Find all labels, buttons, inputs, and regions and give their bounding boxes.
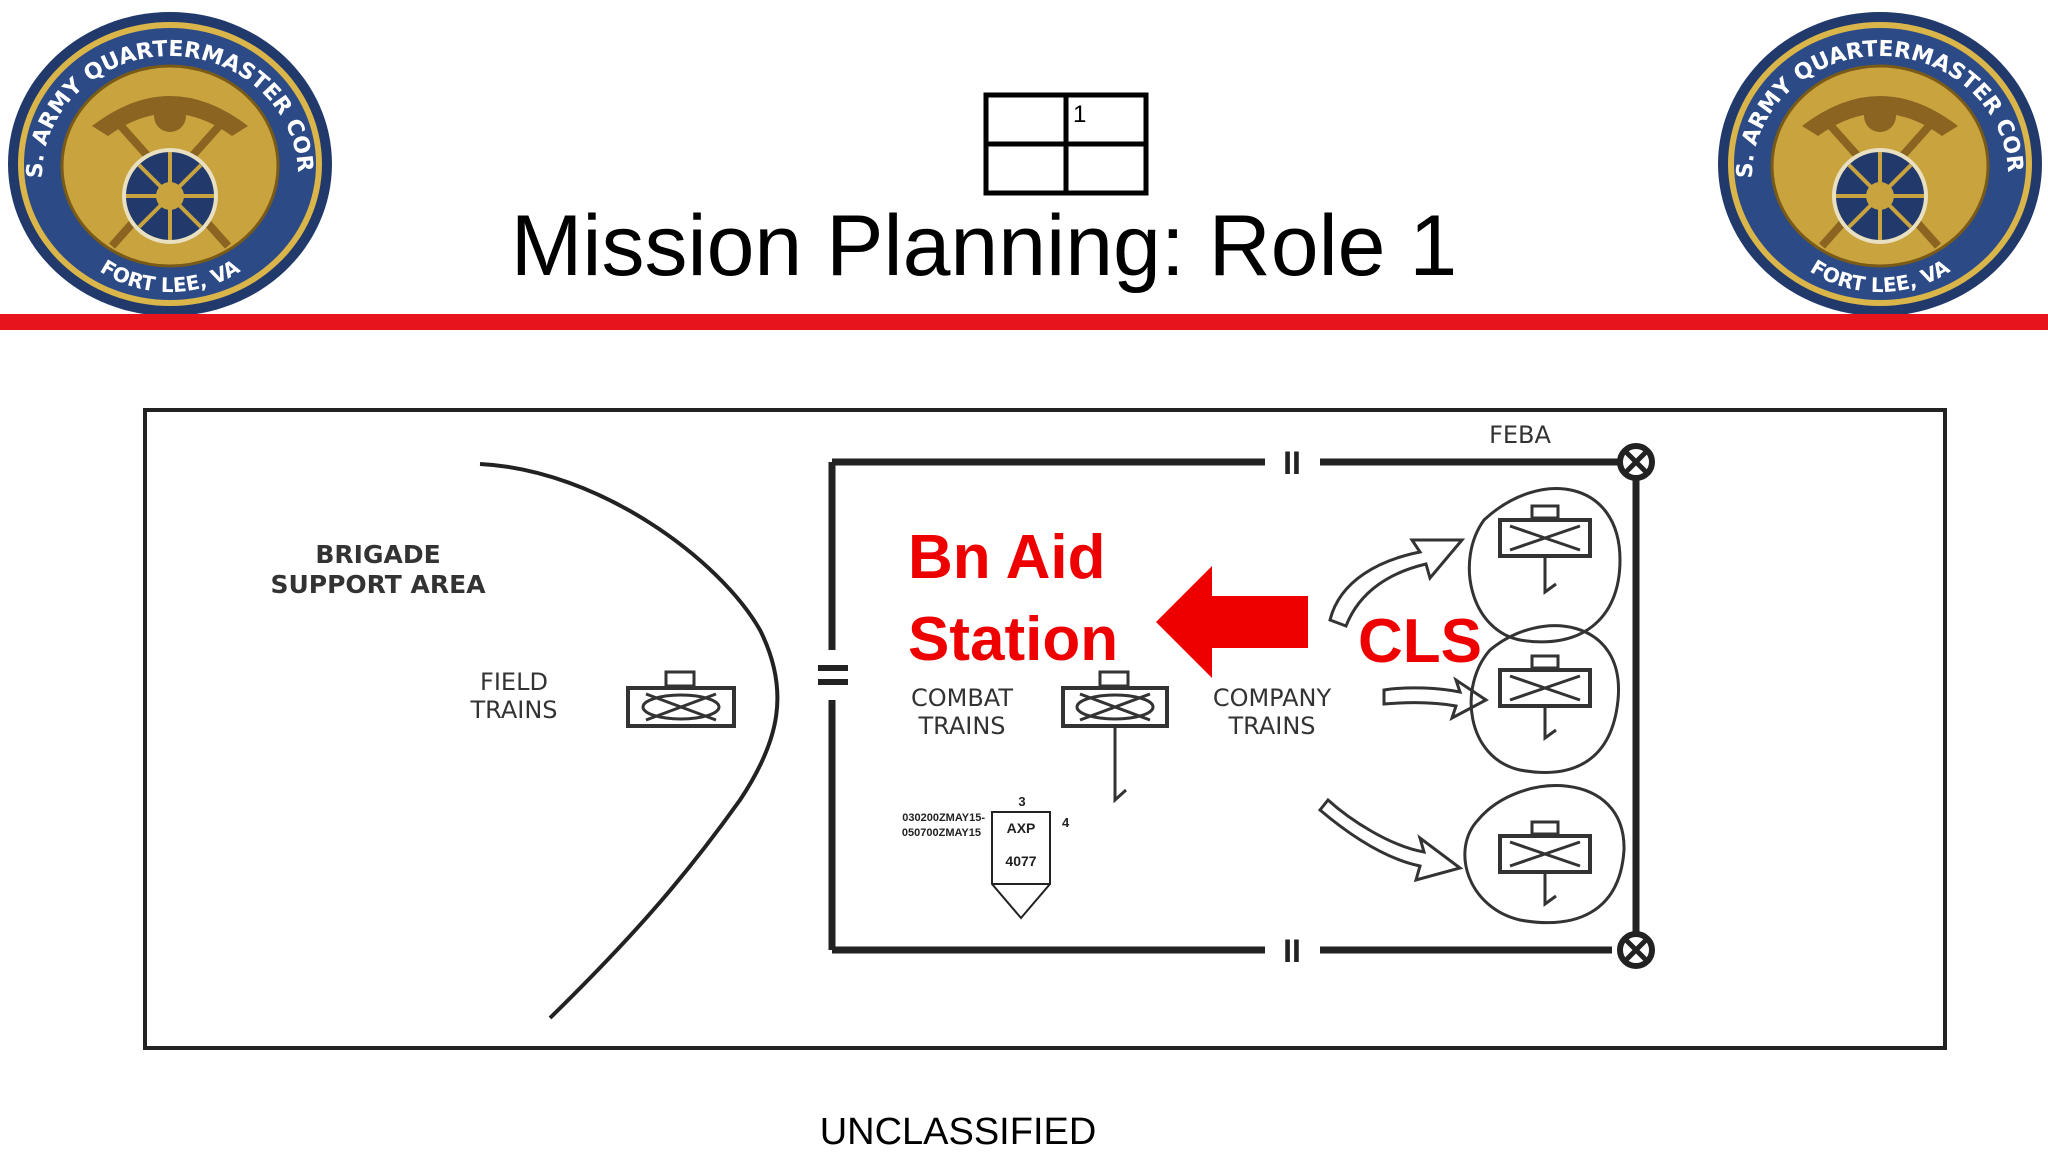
company-area-1 bbox=[1467, 487, 1622, 644]
company-area-3 bbox=[1463, 784, 1626, 925]
axp-dtg-line2: 050700ZMAY15 bbox=[902, 827, 981, 839]
feba-endpoint-top-icon bbox=[1617, 443, 1655, 481]
bsa-label-line2: SUPPORT AREA bbox=[270, 570, 486, 599]
classification-footer: UNCLASSIFIED bbox=[819, 1111, 1097, 1153]
field-trains-label-line1: FIELD bbox=[480, 668, 548, 696]
combat-trains-label-line2: TRAINS bbox=[917, 712, 1005, 740]
company-trains-label-line1: COMPANY bbox=[1213, 684, 1332, 712]
axp-symbol: 3 4 AXP 4077 030200ZMAY15- 050700ZMAY15 bbox=[902, 794, 1070, 920]
company-trains-label-line2: TRAINS bbox=[1227, 712, 1315, 740]
bn-aid-station-label-line2: Station bbox=[908, 605, 1118, 674]
cls-label: CLS bbox=[1358, 607, 1482, 676]
bsa-label-line1: BRIGADE bbox=[315, 540, 440, 569]
role-grid-icon: 1 bbox=[983, 92, 1149, 196]
bn-aid-station-label-line1: Bn Aid bbox=[908, 523, 1105, 592]
boundary-mark-top: II bbox=[1283, 445, 1301, 481]
bsa-boundary-curve bbox=[479, 462, 780, 1020]
quartermaster-seal-left: U.S. ARMY QUARTERMASTER CORPS FORT LEE, … bbox=[2, 6, 332, 316]
axp-number: 4077 bbox=[1005, 853, 1036, 869]
combat-trains-label-line1: COMBAT bbox=[911, 684, 1013, 712]
title-divider bbox=[0, 314, 2048, 330]
feba-label: FEBA bbox=[1489, 421, 1551, 449]
quartermaster-seal-right: U.S. ARMY QUARTERMASTER CORPS FORT LEE, … bbox=[1712, 6, 2042, 316]
eagle-wings-icon bbox=[1802, 96, 1958, 136]
axp-dtg-line1: 030200ZMAY15- bbox=[902, 812, 985, 824]
combat-trains-unit-icon bbox=[1061, 670, 1169, 804]
axp-label: AXP bbox=[1007, 820, 1036, 836]
boundary-mark-left bbox=[818, 665, 848, 685]
evacuation-arrow-icon bbox=[1156, 566, 1308, 678]
eagle-wings-icon bbox=[92, 96, 248, 136]
page-title: Mission Planning: Role 1 bbox=[510, 198, 1458, 294]
field-trains-unit-icon bbox=[626, 670, 736, 728]
field-trains-label-line2: TRAINS bbox=[469, 696, 557, 724]
company-trains-arrows bbox=[1317, 538, 1489, 883]
company-area-2 bbox=[1469, 624, 1620, 774]
boundary-mark-bottom: II bbox=[1283, 933, 1301, 969]
feba-endpoint-bottom-icon bbox=[1617, 931, 1655, 969]
diagram-frame bbox=[143, 408, 1947, 1050]
axp-field-3: 3 bbox=[1018, 794, 1025, 809]
svg-text:1: 1 bbox=[1073, 101, 1086, 128]
axp-field-4: 4 bbox=[1062, 815, 1070, 830]
